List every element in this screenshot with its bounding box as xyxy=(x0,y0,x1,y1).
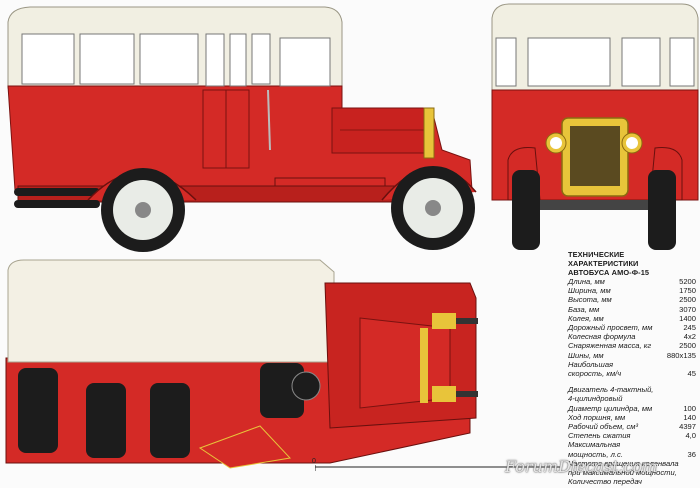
tech-specs: ТЕХНИЧЕСКИЕ ХАРАКТЕРИСТИКИ АВТОБУСА АМО-… xyxy=(568,250,696,486)
bus-front-view xyxy=(491,3,699,250)
watermark: ForumDiecast.com xyxy=(505,457,658,476)
specs-title-line1: ТЕХНИЧЕСКИЕ ХАРАКТЕРИСТИКИ xyxy=(568,250,639,268)
engine-line-1: Двигатель 4-тактный, xyxy=(568,385,654,395)
rpm-label-1: Частота вращения коленвала xyxy=(568,458,679,468)
gears-label: Количество передач xyxy=(568,477,642,487)
bus-side-view xyxy=(7,6,477,252)
scale-bar xyxy=(315,465,560,471)
power-label-1: Максимальная xyxy=(568,440,621,450)
bus-top-view xyxy=(5,259,478,469)
rpm-label-2: при максимальной мощности, xyxy=(568,468,677,478)
scale-zero-label: 0 xyxy=(312,458,316,465)
speed-label-1: Наибольшая xyxy=(568,359,614,369)
specs-title-line2: АВТОБУСА АМО-Ф-15 xyxy=(568,268,650,277)
engine-line-2: 4-цилиндровый xyxy=(568,394,623,404)
spec-row-power: мощность, л.с.36 xyxy=(568,449,696,459)
